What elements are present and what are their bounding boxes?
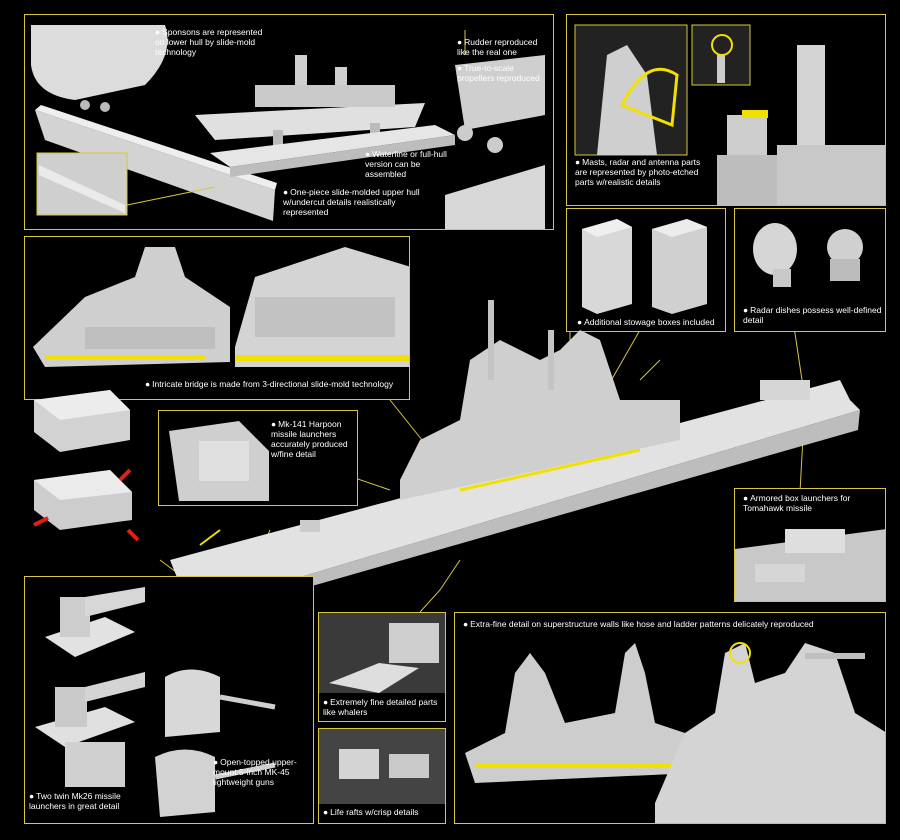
superstructure-panel: ●Extra-fine detail on superstructure wal…: [454, 612, 886, 824]
bridge-panel: ●Intricate bridge is made from 3-directi…: [24, 236, 410, 400]
masts-illustration: [574, 24, 885, 205]
callout-stowage: ●Additional stowage boxes included: [577, 317, 715, 327]
hull-illustration: [31, 25, 545, 229]
bridge-illustration: [33, 247, 409, 367]
stowage-illustration: [582, 219, 707, 314]
whalers-panel: ●Extremely fine detailed parts like whal…: [318, 612, 446, 722]
callout-radar-dishes: ●Radar dishes possess well-defined detai…: [743, 305, 882, 325]
callout-guns: ●Open-topped upper-mount 5-inch MK-45 li…: [213, 757, 297, 787]
stowage-panel: ●Additional stowage boxes included: [566, 208, 726, 332]
hull-panel: ●Sponsons are represented on lower hull …: [24, 14, 554, 230]
tomahawk-illustration: [735, 529, 885, 601]
radar-dish-panel: ●Radar dishes possess well-defined detai…: [734, 208, 886, 332]
harpoon-panel: ●Mk-141 Harpoon missile launchers accura…: [158, 410, 358, 506]
superstructure-illustration: [465, 642, 885, 823]
callout-tomahawk: ●Armored box launchers for Tomahawk miss…: [743, 493, 851, 513]
life-rafts-illustration: [319, 729, 445, 804]
callout-propellers: ●True-to-scale propellers reproduced: [457, 63, 540, 83]
callout-superstructure: ●Extra-fine detail on superstructure wal…: [463, 619, 814, 629]
mk26-panel: ●Open-topped upper-mount 5-inch MK-45 li…: [24, 576, 314, 824]
callout-harpoon: ●Mk-141 Harpoon missile launchers accura…: [271, 419, 348, 459]
mk26-illustration: [35, 587, 276, 817]
callout-waterline: ●Waterline or full-hull version can be a…: [365, 149, 447, 179]
callout-rudder: ●Rudder reproduced like the real one: [457, 37, 538, 57]
callout-whalers: ●Extremely fine detailed parts like whal…: [323, 697, 438, 717]
tomahawk-panel: ●Armored box launchers for Tomahawk miss…: [734, 488, 886, 602]
callout-one-piece-hull: ●One-piece slide-molded upper hull w/und…: [283, 187, 420, 217]
whalers-illustration: [319, 613, 445, 693]
callout-bridge: ●Intricate bridge is made from 3-directi…: [145, 379, 394, 389]
callout-sponsons: ●Sponsons are represented on lower hull …: [155, 27, 263, 57]
life-rafts-panel: ●Life rafts w/crisp details: [318, 728, 446, 824]
radar-dish-illustration: [753, 223, 863, 287]
callout-masts: ●Masts, radar and antenna parts are repr…: [575, 157, 701, 187]
callout-mk26: ●Two twin Mk26 missile launchers in grea…: [29, 791, 121, 811]
masts-panel: ●Masts, radar and antenna parts are repr…: [566, 14, 886, 206]
callout-life-rafts: ●Life rafts w/crisp details: [323, 807, 419, 817]
